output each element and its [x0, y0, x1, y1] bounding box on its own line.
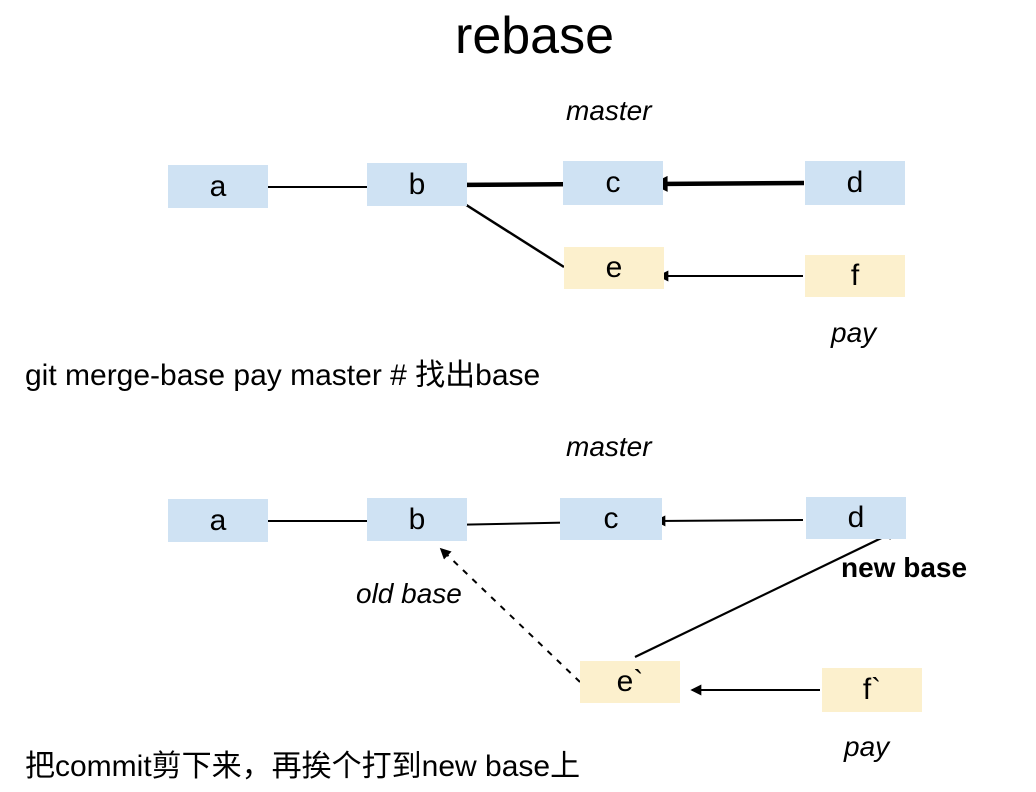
bottom-commit-label-f-prime: f`: [862, 673, 882, 706]
bottom-commit-label-b: b: [408, 502, 426, 536]
bottom-commit-box-a: a: [168, 499, 268, 542]
bottom-commit-label-a: a: [209, 503, 227, 537]
top-commit-box-a: a: [168, 165, 268, 208]
bottom-branch-label-master: master: [566, 431, 652, 462]
annotation-old-base: old base: [356, 578, 462, 609]
top-commit-label-f: f: [850, 259, 860, 292]
bottom-commit-label-e-prime: e`: [616, 665, 644, 698]
annotation-new-base: new base: [841, 552, 968, 583]
bottom-commit-box-e-prime: e`: [580, 661, 680, 703]
arrow-top-d-to-c: [651, 175, 805, 192]
top-commit-label-b: b: [408, 167, 426, 201]
top-commit-box-d: d: [805, 161, 905, 205]
arrow-bottom-e-to-old-base-b-dashed: [439, 547, 581, 683]
top-commit-label-d: d: [846, 166, 864, 199]
bottom-branch-label-pay: pay: [844, 731, 890, 762]
top-commit-box-b: b: [367, 163, 467, 206]
caption-merge-base-command: git merge-base pay master # 找出base: [25, 359, 541, 392]
top-commit-label-a: a: [209, 169, 227, 203]
top-branch-label-pay: pay: [831, 317, 877, 348]
top-branch-label-master: master: [566, 95, 652, 126]
page-title: rebase: [455, 7, 614, 65]
arrow-bottom-e-to-new-base-d: [634, 530, 898, 658]
top-commit-box-e: e: [564, 247, 664, 289]
bottom-commit-label-c: c: [603, 502, 619, 535]
bottom-commit-box-d: d: [806, 497, 906, 539]
caption-rebase-explanation: 把commit剪下来，再挨个打到new base上: [25, 750, 581, 783]
bottom-commit-label-d: d: [847, 501, 865, 534]
bottom-commit-box-b: b: [367, 498, 467, 541]
top-commit-box-c: c: [563, 161, 663, 205]
bottom-commit-box-c: c: [560, 498, 662, 540]
top-commit-label-e: e: [605, 251, 623, 284]
arrow-bottom-d-to-c: [654, 515, 804, 527]
top-commit-box-f: f: [805, 255, 905, 297]
top-commit-label-c: c: [605, 166, 621, 199]
bottom-commit-box-f-prime: f`: [822, 668, 922, 712]
